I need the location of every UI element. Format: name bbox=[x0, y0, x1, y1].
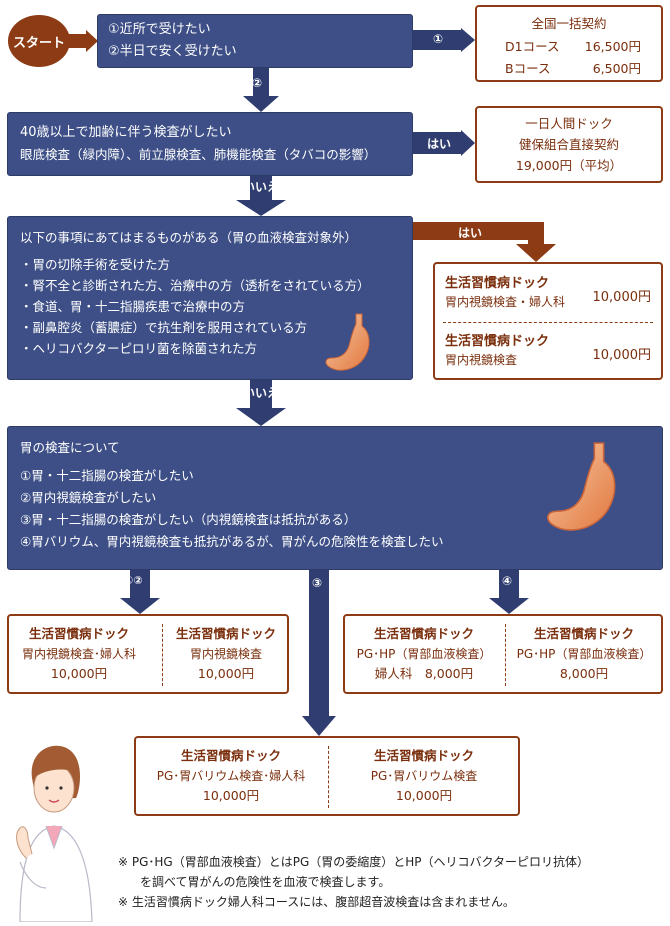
course-d1-price: 16,500円 bbox=[584, 39, 641, 54]
one-day-dock-price: 19,000円（平均） bbox=[515, 158, 623, 173]
q1-branch-1-label: ① bbox=[433, 32, 444, 46]
nationwide-title: 全国一括契約 bbox=[531, 16, 607, 31]
q4-branch-4-arrow: ④ bbox=[487, 570, 531, 614]
q4-branch-3-arrow: ③ bbox=[302, 570, 336, 736]
q4-branch-4-label: ④ bbox=[502, 574, 513, 588]
result-box-3: 生活習慣病ドック PG･胃バリウム検査･婦人科 10,000円 生活習慣病ドック… bbox=[134, 736, 520, 816]
q4-branch-12-label: ①② bbox=[124, 574, 143, 587]
q3-yes-arrow-head bbox=[516, 222, 556, 262]
result-4-col-1-price: 婦人科 8,000円 bbox=[374, 666, 474, 681]
result-4-divider bbox=[505, 624, 506, 686]
q2-yes-arrow: はい bbox=[413, 130, 475, 156]
q3-yes-result-box: 生活習慣病ドック 胃内視鏡検査・婦人科 10,000円 生活習慣病ドック 胃内視… bbox=[433, 262, 663, 380]
result-12-divider bbox=[162, 624, 163, 686]
q3-yes-row-1-price: 10,000円 bbox=[592, 290, 652, 305]
q3-item-1: ・胃の切除手術を受けた方 bbox=[20, 257, 171, 272]
q3-yes-row-2-name: 生活習慣病ドック bbox=[445, 334, 550, 349]
question-4-box: 胃の検査について ①胃・十二指腸の検査がしたい ②胃内視鏡検査がしたい ③胃・十… bbox=[7, 426, 663, 570]
q3-title: 以下の事項にあてはまるものがある（胃の血液検査対象外） bbox=[20, 230, 358, 245]
q3-yes-label: はい bbox=[458, 226, 483, 240]
result-3-col-1-price: 10,000円 bbox=[202, 788, 260, 803]
q4-item-4: ④胃バリウム、胃内視鏡検査も抵抗があるが、胃がんの危険性を検査したい bbox=[20, 534, 444, 549]
result-3-divider bbox=[328, 746, 329, 808]
footnote-1: ※ PG･HG（胃部血液検査）とはPG（胃の委縮度）とHP（ヘリコバクターピロリ… bbox=[118, 855, 590, 869]
q4-item-2: ②胃内視鏡検査がしたい bbox=[20, 490, 157, 505]
footnotes: ※ PG･HG（胃部血液検査）とはPG（胃の委縮度）とHP（ヘリコバクターピロリ… bbox=[118, 852, 666, 912]
q3-yes-row-2-sub: 胃内視鏡検査 bbox=[445, 353, 518, 367]
result-4-col-2-name: 生活習慣病ドック bbox=[533, 626, 634, 641]
q3-item-4: ・副鼻腔炎（蓄膿症）で抗生剤を服用されている方 bbox=[20, 320, 308, 335]
result-box-12: 生活習慣病ドック 胃内視鏡検査･婦人科 10,000円 生活習慣病ドック 胃内視… bbox=[7, 614, 289, 694]
q3-yes-arrow-shaft bbox=[413, 222, 543, 240]
start-label: スタート bbox=[12, 35, 65, 51]
result-4-col-2: 生活習慣病ドック PG･HP（胃部血液検査） 8,000円 bbox=[507, 624, 661, 684]
result-12-col-2-sub: 胃内視鏡検査 bbox=[189, 647, 262, 661]
q4-item-1: ①胃・十二指腸の検査がしたい bbox=[20, 468, 194, 483]
q2-line-1: 40歳以上で加齢に伴う検査がしたい bbox=[20, 125, 232, 140]
stomach-icon bbox=[547, 442, 616, 531]
q3-yes-row-1-sub: 胃内視鏡検査・婦人科 bbox=[445, 295, 566, 309]
result-3-col-2-name: 生活習慣病ドック bbox=[373, 748, 474, 763]
result-12-col-2-price: 10,000円 bbox=[197, 666, 255, 681]
q2-yes-label: はい bbox=[427, 137, 452, 151]
result-3-col-2-sub: PG･胃バリウム検査 bbox=[370, 769, 478, 783]
start-arrow bbox=[66, 30, 98, 52]
question-2-box: 40歳以上で加齢に伴う検査がしたい 眼底検査（緑内障）、前立腺検査、肺機能検査（… bbox=[7, 112, 413, 176]
result-4-col-2-sub: PG･HP（胃部血液検査） bbox=[516, 647, 652, 661]
result-4-col-1: 生活習慣病ドック PG･HP（胃部血液検査） 婦人科 8,000円 bbox=[345, 624, 503, 684]
q1-branch-1-arrow: ① bbox=[413, 28, 475, 52]
q2-line-2: 眼底検査（緑内障）、前立腺検査、肺機能検査（タバコの影響） bbox=[20, 147, 377, 162]
q1-branch-2-label: ② bbox=[252, 76, 263, 90]
course-b-name: Bコース bbox=[505, 61, 551, 76]
course-d1-name: D1コース bbox=[505, 39, 560, 54]
nationwide-contract-box: 全国一括契約 D1コース 16,500円 Bコース 6,500円 bbox=[475, 5, 663, 82]
one-day-dock-box: 一日人間ドック 健保組合直接契約 19,000円（平均） bbox=[475, 106, 663, 183]
result-12-col-2: 生活習慣病ドック 胃内視鏡検査 10,000円 bbox=[165, 624, 287, 684]
result-12-col-1-sub: 胃内視鏡検査･婦人科 bbox=[21, 647, 136, 661]
q1-line-2: ②半日で安く受けたい bbox=[108, 44, 237, 59]
footnote-2: ※ 生活習慣病ドック婦人科コースには、腹部超音波検査は含まれません。 bbox=[118, 895, 515, 909]
q3-yes-row-1-name: 生活習慣病ドック bbox=[445, 276, 550, 291]
q4-branch-3-label: ③ bbox=[312, 576, 323, 590]
result-3-col-1-sub: PG･胃バリウム検査･婦人科 bbox=[156, 769, 306, 783]
one-day-dock-title: 一日人間ドック bbox=[525, 116, 613, 131]
q3-item-5: ・ヘリコバクターピロリ菌を除菌された方 bbox=[20, 341, 258, 356]
result-12-col-1: 生活習慣病ドック 胃内視鏡検査･婦人科 10,000円 bbox=[9, 624, 149, 684]
result-12-col-1-name: 生活習慣病ドック bbox=[28, 626, 129, 641]
q4-title: 胃の検査について bbox=[20, 440, 120, 455]
result-3-col-1-name: 生活習慣病ドック bbox=[180, 748, 281, 763]
q1-line-1: ①近所で受けたい bbox=[108, 22, 211, 37]
question-1-box: ①近所で受けたい ②半日で安く受けたい bbox=[97, 14, 413, 68]
q3-yes-row-1: 生活習慣病ドック 胃内視鏡検査・婦人科 bbox=[445, 272, 565, 310]
q4-branch-12-arrow: ①② bbox=[118, 570, 162, 614]
one-day-dock-contract: 健保組合直接契約 bbox=[518, 137, 619, 152]
result-box-4: 生活習慣病ドック PG･HP（胃部血液検査） 婦人科 8,000円 生活習慣病ド… bbox=[343, 614, 663, 694]
q2-no-label: いいえ bbox=[243, 180, 280, 194]
q4-item-3: ③胃・十二指腸の検査がしたい（内視鏡検査は抵抗がある） bbox=[20, 512, 357, 527]
result-3-col-1: 生活習慣病ドック PG･胃バリウム検査･婦人科 10,000円 bbox=[136, 746, 326, 806]
nurse-illustration bbox=[16, 745, 93, 922]
q3-yes-row-2: 生活習慣病ドック 胃内視鏡検査 bbox=[445, 330, 549, 368]
q3-no-arrow: いいえ bbox=[230, 380, 292, 426]
result-12-col-2-name: 生活習慣病ドック bbox=[175, 626, 276, 641]
course-b-price: 6,500円 bbox=[592, 61, 641, 76]
result-4-col-2-price: 8,000円 bbox=[559, 666, 609, 681]
start-badge: スタート bbox=[8, 15, 70, 67]
q2-no-arrow: いいえ bbox=[230, 176, 292, 216]
q1-branch-2-arrow: ② bbox=[241, 68, 281, 112]
footnote-1-continued: を調べて胃がんの危険性を血液で検査します。 bbox=[140, 875, 391, 889]
q3-item-2: ・腎不全と診断された方、治療中の方（透析をされている方） bbox=[20, 278, 370, 293]
result-4-col-1-name: 生活習慣病ドック bbox=[373, 626, 474, 641]
q3-no-label: いいえ bbox=[243, 386, 280, 400]
q3-item-3: ・食道、胃・十二指腸疾患で治療中の方 bbox=[20, 299, 246, 314]
q3-yes-divider bbox=[443, 322, 653, 323]
stomach-icon bbox=[325, 313, 370, 371]
result-12-col-1-price: 10,000円 bbox=[50, 666, 108, 681]
q3-yes-row-2-price: 10,000円 bbox=[592, 348, 652, 363]
result-3-col-2: 生活習慣病ドック PG･胃バリウム検査 10,000円 bbox=[330, 746, 518, 806]
result-3-col-2-price: 10,000円 bbox=[395, 788, 453, 803]
result-4-col-1-sub: PG･HP（胃部血液検査） bbox=[356, 647, 492, 661]
